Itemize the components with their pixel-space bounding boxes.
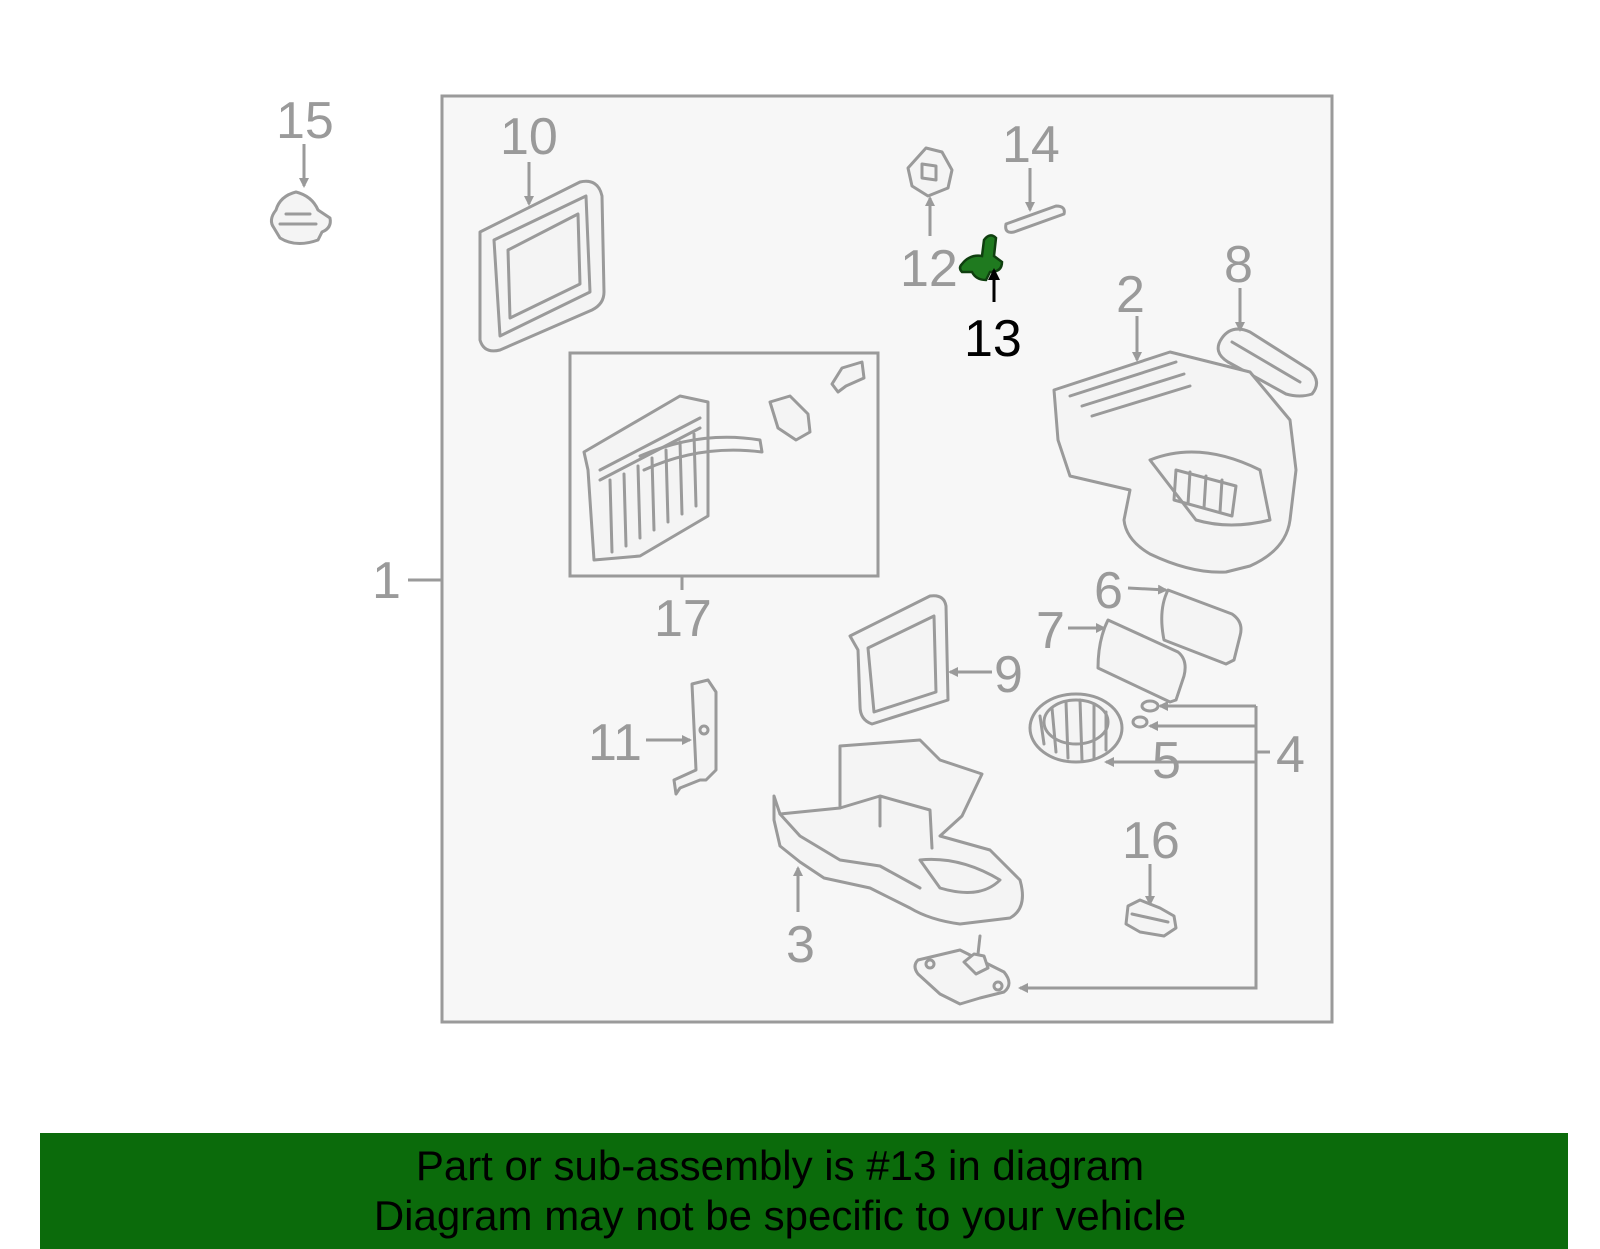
banner-line-1: Part or sub-assembly is #13 in diagram — [415, 1142, 1145, 1189]
part-11-bracket[interactable] — [672, 678, 718, 796]
callout-17: 17 — [654, 590, 712, 648]
part-7-door[interactable] — [1096, 618, 1187, 704]
callout-9: 9 — [994, 646, 1023, 704]
blower-motor[interactable] — [913, 934, 1011, 1006]
part-17-evaporator[interactable] — [582, 360, 866, 562]
info-banner: Part or sub-assembly is #13 in diagram D… — [40, 1133, 1568, 1249]
callout-8: 8 — [1224, 236, 1253, 294]
callout-6: 6 — [1094, 562, 1123, 620]
callout-2: 2 — [1116, 266, 1145, 324]
part-14-seal[interactable] — [1004, 204, 1066, 234]
callout-7: 7 — [1036, 602, 1065, 660]
callout-13-highlighted: 13 — [964, 310, 1022, 368]
part-6-door[interactable] — [1160, 588, 1243, 666]
callout-labels: 1 2 3 4 5 6 7 8 9 10 11 12 13 14 15 16 1… — [276, 92, 1305, 974]
callout-14: 14 — [1002, 116, 1060, 174]
callout-10: 10 — [500, 108, 558, 166]
callout-5: 5 — [1152, 732, 1181, 790]
part-15-clip[interactable] — [269, 190, 332, 245]
banner-line-2: Diagram may not be specific to your vehi… — [373, 1192, 1187, 1239]
callout-11: 11 — [588, 714, 642, 772]
part-2-upper-case[interactable] — [1052, 350, 1298, 574]
leader-lines — [299, 144, 1270, 993]
callout-12: 12 — [900, 240, 958, 298]
part-5-blower-wheel[interactable] — [1028, 692, 1124, 764]
callout-16: 16 — [1122, 812, 1180, 870]
part-12-actuator[interactable] — [906, 146, 954, 198]
callout-1: 1 — [372, 552, 401, 610]
callout-15: 15 — [276, 92, 334, 150]
part-10-filter-frame[interactable] — [478, 179, 606, 353]
callout-3: 3 — [786, 916, 815, 974]
callout-4: 4 — [1276, 726, 1305, 784]
part-4-rings[interactable] — [1131, 699, 1160, 729]
part-9-filter-frame[interactable] — [848, 594, 950, 726]
part-3-lower-case[interactable] — [772, 738, 1024, 926]
